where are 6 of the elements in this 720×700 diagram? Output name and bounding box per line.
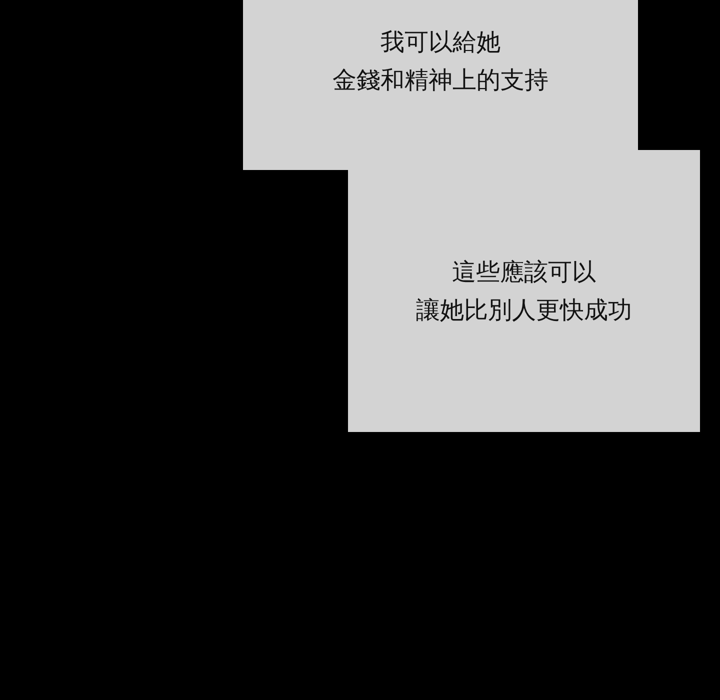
caption-box [348,150,700,432]
caption-text: 金錢和精神上的支持 [332,65,548,96]
caption-text: 讓她比別人更快成功 [416,295,632,326]
caption-text: 我可以給她 [380,27,500,58]
caption-box [243,0,638,170]
caption-text: 這些應該可以 [452,257,596,288]
